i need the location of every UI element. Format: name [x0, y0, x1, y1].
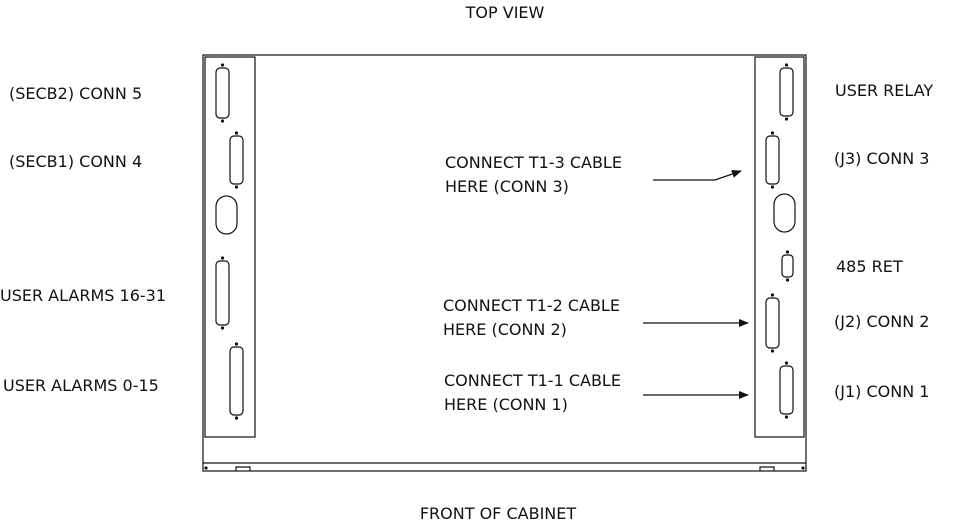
diagram-footer-front-of-cabinet: FRONT OF CABINET	[420, 504, 577, 522]
label-j1-conn1: (J1) CONN 1	[834, 382, 929, 401]
corner-screw-bl	[204, 466, 207, 469]
left-db-connector-alarms-0-15	[230, 342, 243, 419]
left-oval-cutout	[216, 196, 237, 234]
callout-t1-1-line1: CONNECT T1-1 CABLE	[444, 371, 621, 390]
label-secb1-conn4: (SECB1) CONN 4	[9, 152, 142, 171]
label-user-alarms-0-15: USER ALARMS 0-15	[3, 376, 159, 395]
callout-t1-2-line1: CONNECT T1-2 CABLE	[443, 296, 620, 315]
left-db-connector-conn4	[230, 131, 243, 188]
label-user-alarms-16-31: USER ALARMS 16-31	[0, 286, 166, 305]
callout-t1-2-line2: HERE (CONN 2)	[443, 320, 567, 339]
callout-t1-3-line2: HERE (CONN 3)	[445, 177, 569, 196]
left-db-connector-alarms-16-31	[216, 256, 229, 329]
callout-t1-3-line1: CONNECT T1-3 CABLE	[445, 153, 622, 172]
right-oval-cutout	[774, 194, 795, 232]
right-db-connector-j3	[766, 131, 779, 188]
diagram-title: TOP VIEW	[465, 3, 545, 22]
callout-t1-1-line2: HERE (CONN 1)	[444, 395, 568, 414]
right-db-connector-j1	[780, 361, 793, 418]
label-user-relay: USER RELAY	[835, 81, 933, 100]
label-secb2-conn5: (SECB2) CONN 5	[9, 84, 142, 103]
right-db-connector-j2	[766, 293, 779, 352]
label-j2-conn2: (J2) CONN 2	[834, 312, 929, 331]
label-485-ret: 485 RET	[836, 257, 903, 276]
right-db-connector-user-relay	[780, 63, 793, 120]
corner-screw-br	[801, 466, 804, 469]
right-db-connector-485-ret	[782, 250, 793, 281]
left-db-connector-conn5	[216, 63, 229, 122]
label-j3-conn3: (J3) CONN 3	[834, 149, 929, 168]
